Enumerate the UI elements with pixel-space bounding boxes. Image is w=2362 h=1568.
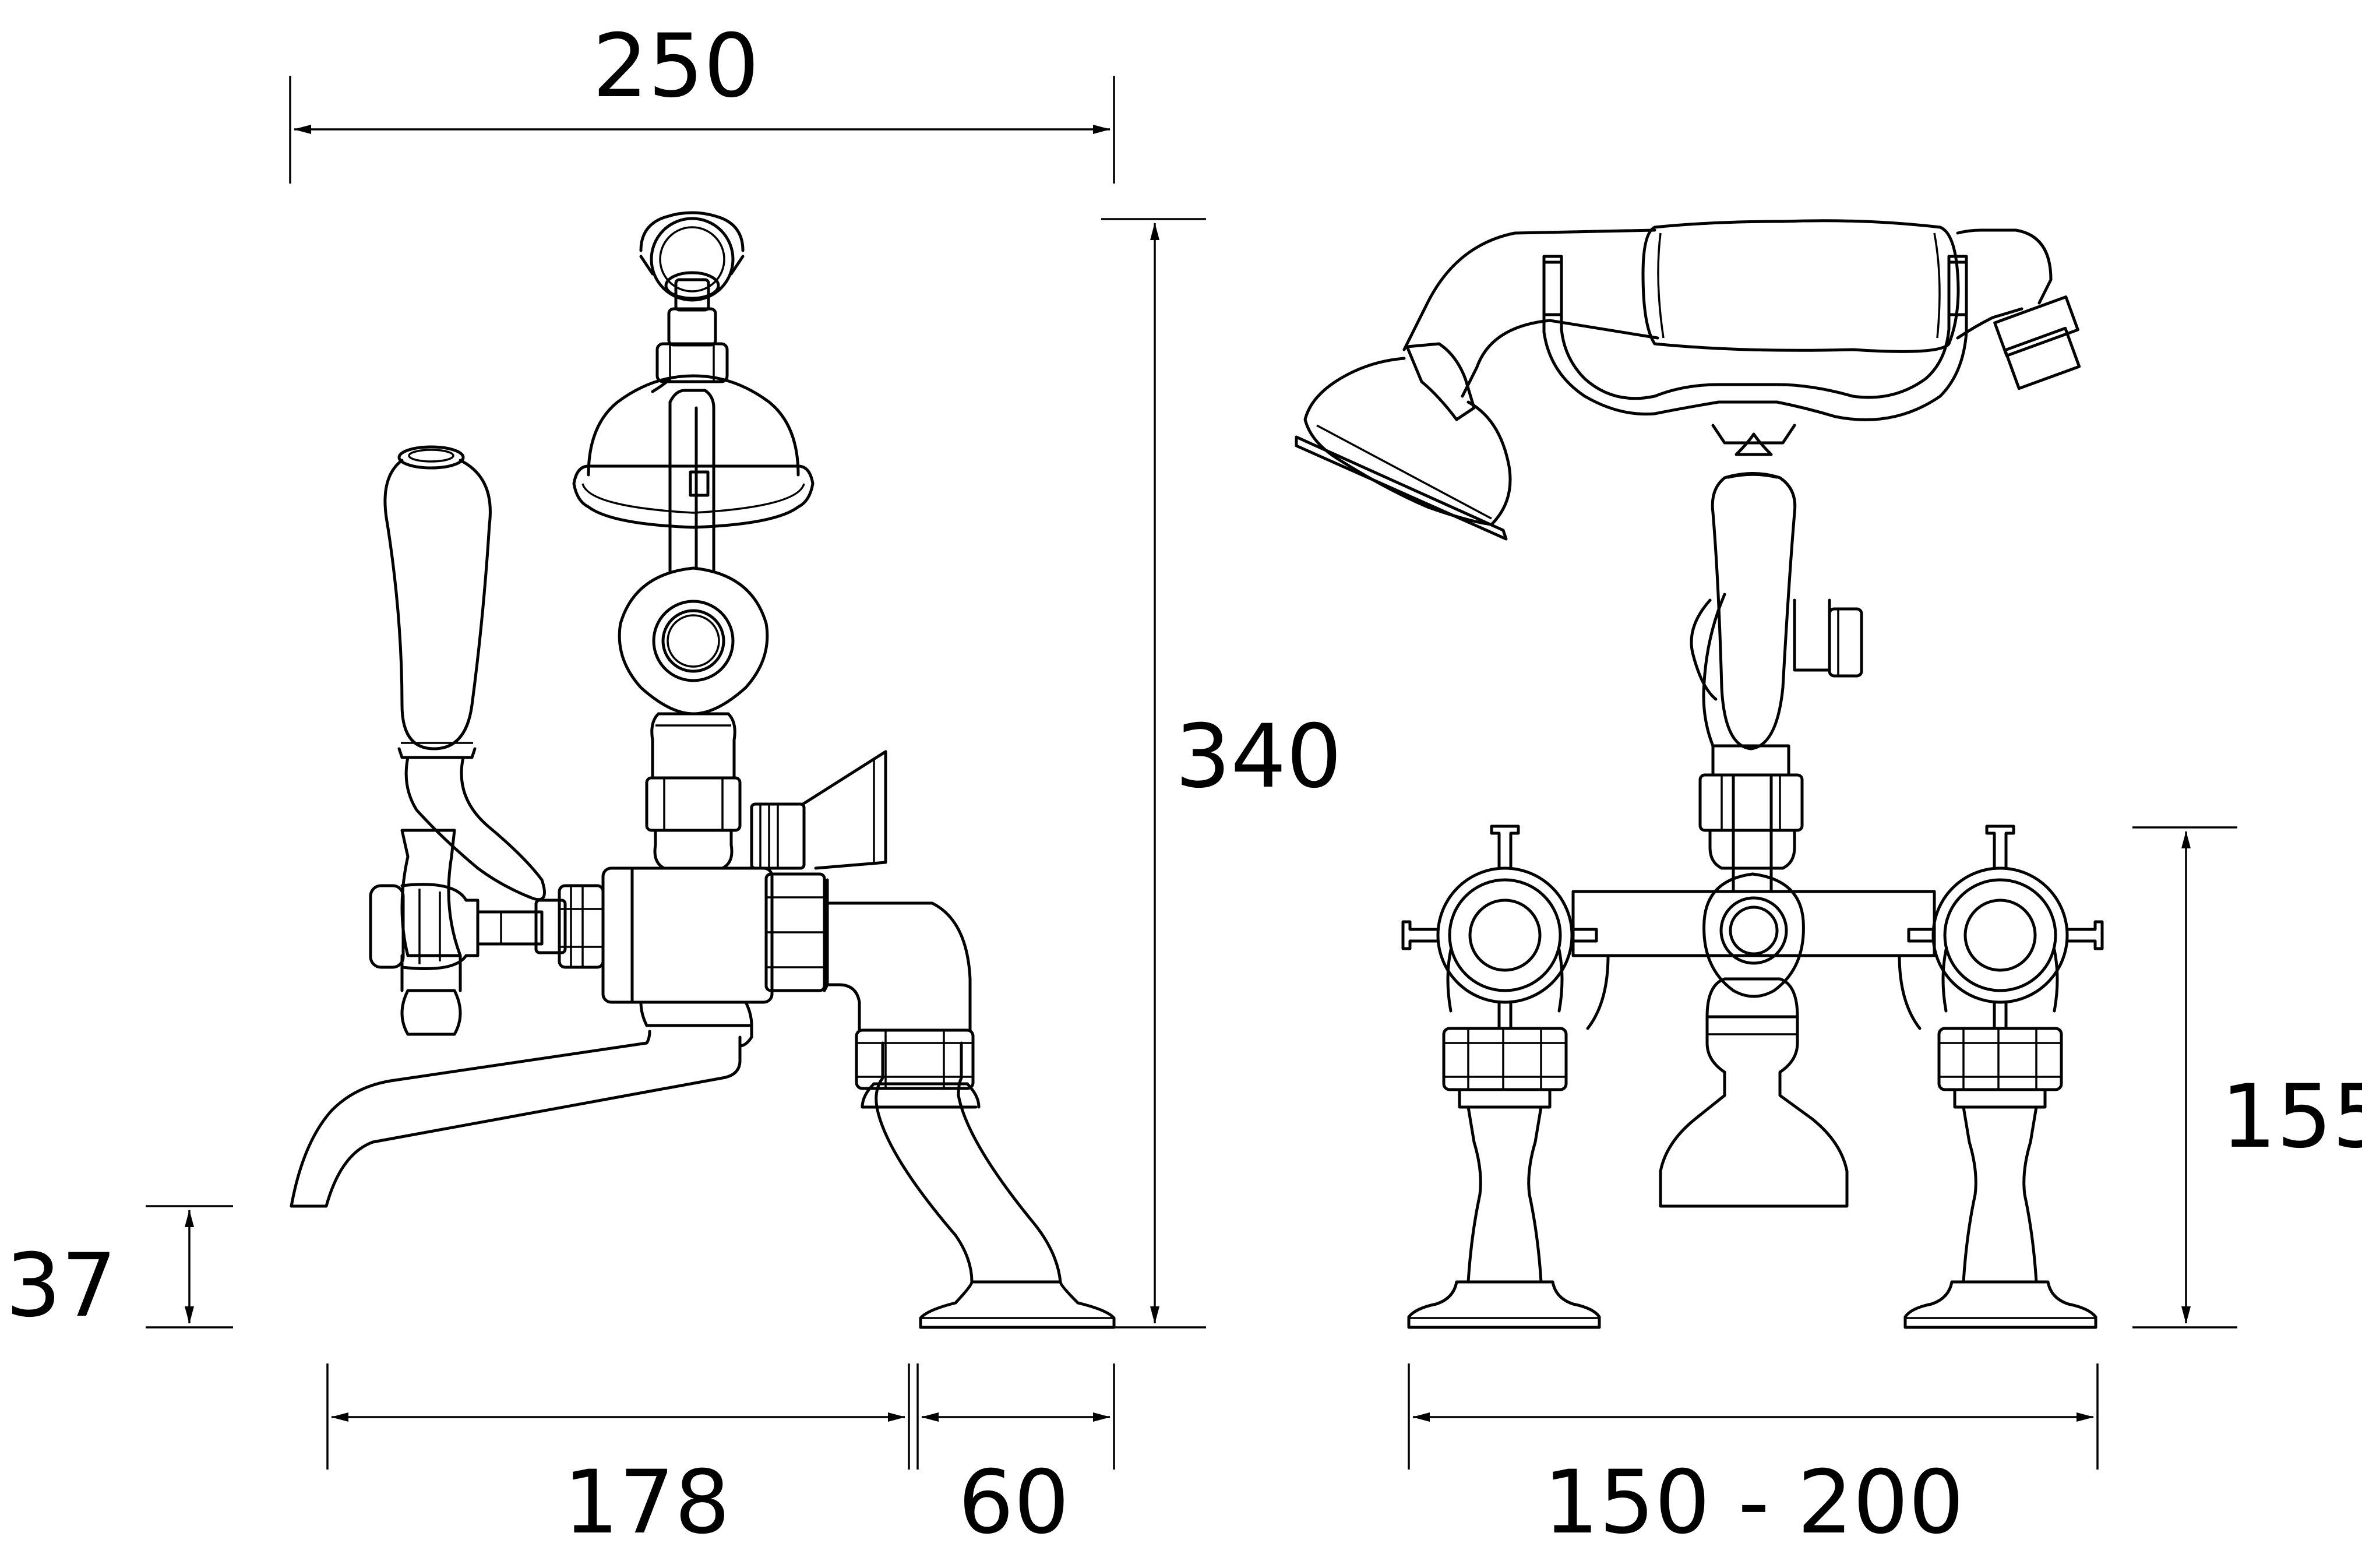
dimension-label-centres: 150 - 200	[1543, 1452, 1964, 1553]
front-right-leg	[1903, 1027, 2097, 1329]
spout	[290, 1000, 753, 1208]
lever-handle	[383, 445, 546, 901]
front-left-cross-handle	[1401, 824, 1598, 1030]
front-right-cross-handle	[1907, 824, 2104, 1030]
dimension-150-200: 150 - 200	[1408, 1363, 2099, 1553]
leg-elbow	[826, 901, 972, 1032]
front-centre-diverter	[1702, 872, 1805, 998]
side-view	[290, 211, 1116, 1329]
front-handset-cradle	[1542, 255, 1968, 456]
dimension-label-spout-height: 37	[6, 1235, 117, 1337]
front-lever-handle	[1690, 472, 1863, 750]
front-view	[1295, 219, 2104, 1329]
dimension-178: 178	[326, 1363, 910, 1553]
front-spout	[1659, 1015, 1849, 1208]
dimension-60: 60	[916, 1363, 1115, 1553]
curved-leg	[861, 1041, 1062, 1284]
front-handset	[1402, 219, 2081, 398]
valve-body	[601, 866, 774, 1004]
dimension-label-spout-reach: 178	[563, 1452, 730, 1553]
dimension-label-leg-height: 155	[2221, 1066, 2362, 1168]
swivel-joint	[618, 566, 769, 716]
spindle-connector	[476, 884, 605, 969]
outlet-hex-union	[764, 872, 829, 992]
dimension-label-overall-height: 340	[1175, 706, 1342, 808]
front-centre-riser	[1698, 593, 1804, 893]
front-shower-rose	[1295, 342, 1512, 541]
handset-cradle	[668, 389, 715, 573]
diverter-bracket	[750, 750, 887, 870]
shower-head-top	[572, 374, 815, 529]
front-left-leg	[1407, 1027, 1601, 1329]
riser-hex-nut	[645, 712, 742, 870]
dimension-340: 340	[1101, 218, 1342, 1329]
handset-ring	[639, 211, 745, 302]
dimension-label-base-depth: 60	[958, 1452, 1070, 1553]
leg-coupling-nut	[855, 1028, 975, 1090]
dimension-37: 37	[6, 1205, 233, 1337]
dimension-155: 155	[2132, 826, 2362, 1329]
dimension-250: 250	[289, 16, 1115, 184]
handset-neck	[655, 278, 729, 383]
dimension-label-overall-width: 250	[593, 16, 759, 117]
deck-base-plate	[919, 1280, 1116, 1329]
front-bridge-body	[1571, 890, 1936, 1030]
cross-head-handle-side	[369, 829, 480, 1036]
